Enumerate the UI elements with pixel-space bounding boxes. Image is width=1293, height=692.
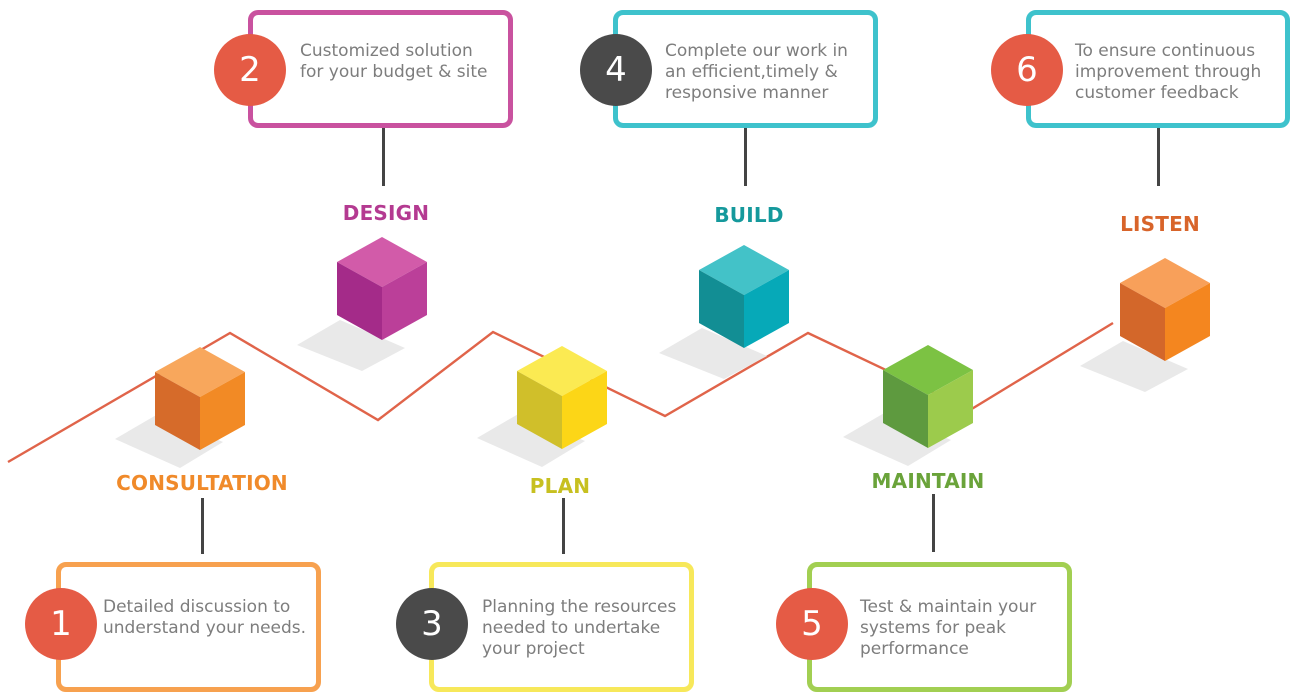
process-diagram: Customized solution for your budget & si… [7, 10, 1290, 692]
step-4-connector [744, 128, 747, 186]
step-6-label: LISTEN [1120, 212, 1200, 236]
step-1-number: 1 [25, 588, 97, 660]
maintain-cube [843, 345, 973, 466]
step-2-label: DESIGN [342, 201, 430, 225]
step-2-connector [382, 128, 385, 186]
step-5-connector [932, 494, 935, 552]
step-1-label: CONSULTATION [116, 471, 288, 495]
step-6-text: To ensure continuous improvement through… [1075, 41, 1262, 103]
step-5-number: 5 [776, 588, 848, 660]
listen-cube [1080, 258, 1210, 392]
build-cube [659, 245, 789, 379]
step-5-text: Test & maintain your systems for peak pe… [860, 597, 1037, 659]
step-4-box: Complete our work in an efficient,timely… [613, 10, 878, 128]
step-2-text: Customized solution for your budget & si… [300, 41, 488, 82]
design-cube [297, 237, 427, 371]
consultation-cube [115, 347, 245, 468]
plan-cube [477, 346, 607, 467]
step-2-number: 2 [214, 34, 286, 106]
step-1-text: Detailed discussion to understand your n… [103, 597, 307, 638]
step-3-connector [562, 498, 565, 554]
step-3-label: PLAN [529, 474, 591, 498]
step-2-box: Customized solution for your budget & si… [248, 10, 513, 128]
step-4-number: 4 [580, 34, 652, 106]
step-3-text: Planning the resources needed to underta… [482, 597, 677, 659]
step-3-number: 3 [396, 588, 468, 660]
step-5-label: MAINTAIN [871, 469, 985, 493]
step-3-box: Planning the resources needed to underta… [429, 562, 694, 692]
step-6-number: 6 [991, 34, 1063, 106]
step-5-box: Test & maintain your systems for peak pe… [807, 562, 1072, 692]
step-1-connector [201, 498, 204, 554]
step-6-box: To ensure continuous improvement through… [1026, 10, 1290, 128]
step-4-label: BUILD [714, 203, 784, 227]
step-6-connector [1157, 128, 1160, 186]
step-4-text: Complete our work in an efficient,timely… [665, 41, 848, 103]
